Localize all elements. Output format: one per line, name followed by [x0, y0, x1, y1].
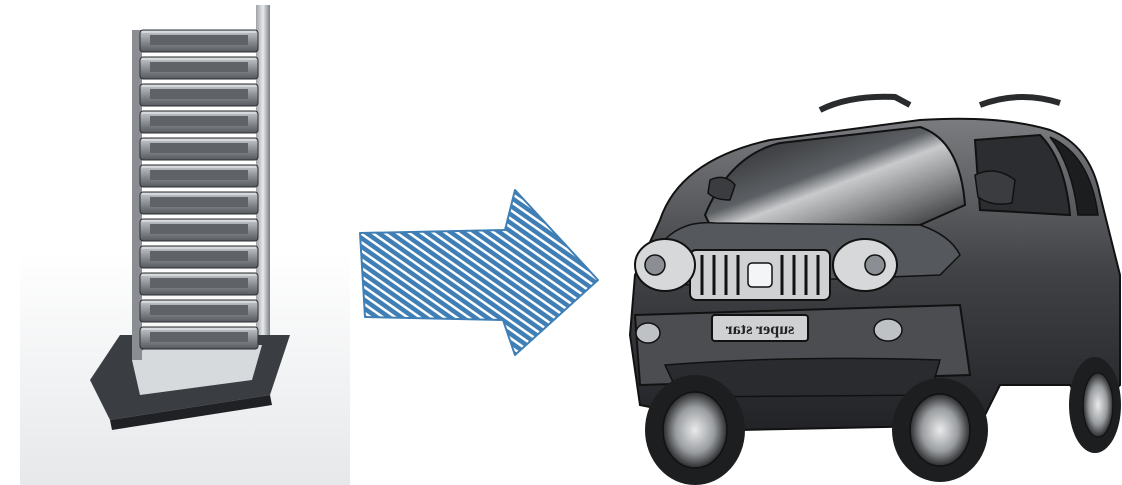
- sketched-right-arrow-icon: [355, 185, 600, 360]
- rack-unit: [140, 165, 258, 187]
- rack-unit: [140, 219, 258, 241]
- rack-unit: [140, 84, 258, 106]
- front-left-wheel: [645, 375, 745, 485]
- rack-unit: [140, 327, 258, 349]
- rack-unit: [140, 300, 258, 322]
- rack-unit: [140, 111, 258, 133]
- rack-unit: [140, 30, 258, 52]
- rack-unit: [140, 246, 258, 268]
- rack-units: [140, 30, 258, 349]
- rack-unit: [140, 57, 258, 79]
- license-plate: super star: [712, 315, 808, 341]
- rack-unit: [140, 273, 258, 295]
- front-right-wheel: [892, 378, 988, 482]
- rack-unit: [140, 192, 258, 214]
- rear-wheel: [1069, 357, 1121, 453]
- server-rack-illustration: [0, 0, 350, 485]
- license-plate-text: super star: [726, 321, 795, 338]
- suv-car-icon: super star: [620, 85, 1122, 485]
- transition-arrow: [355, 185, 600, 360]
- server-rack-icon: [0, 0, 350, 485]
- rack-unit: [140, 138, 258, 160]
- suv-illustration: super star: [620, 85, 1122, 485]
